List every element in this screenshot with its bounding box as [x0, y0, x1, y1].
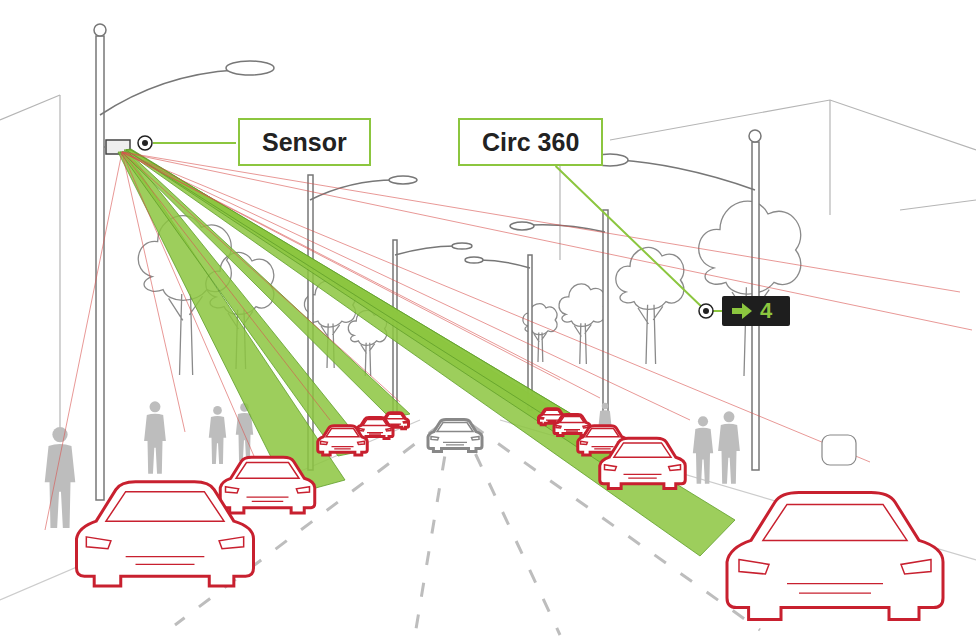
callout-label: Circ 360 — [482, 127, 579, 157]
display-dot — [699, 304, 713, 318]
sensor-leader — [138, 136, 236, 150]
lamp-posts — [94, 24, 761, 500]
leader-line — [556, 166, 722, 311]
trash-bin — [822, 435, 856, 465]
buildings — [0, 95, 976, 430]
arrow-shape — [732, 303, 752, 319]
scan-lines — [45, 152, 972, 530]
cars — [77, 409, 944, 620]
arrow-symbol — [730, 301, 754, 321]
callout-label: Sensor — [262, 127, 347, 157]
display-sign: 4 — [722, 296, 790, 326]
callout-box: Circ 360 — [458, 118, 603, 166]
space-count: 4 — [760, 298, 772, 324]
callout-box: Sensor — [238, 118, 371, 166]
